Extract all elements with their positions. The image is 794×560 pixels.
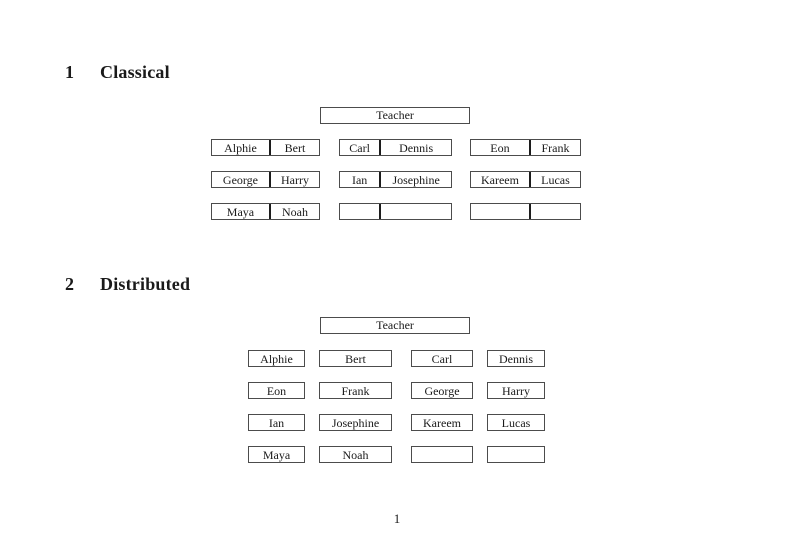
seat: Alphie [260,351,293,366]
student-box: Carl [411,350,473,367]
student-box: George [411,382,473,399]
student-box: Lucas [487,414,545,431]
student-box: Noah [319,446,392,463]
seat: Noah [342,447,369,462]
section-number: 1 [65,62,74,82]
desk: George Harry [211,171,320,188]
student-box: Eon [248,382,305,399]
section-title: Distributed [100,274,191,294]
seat: Harry [268,172,319,187]
seat: Carl [349,140,370,155]
section-heading-distributed: 2 Distributed [0,274,794,298]
student-box: Alphie [248,350,305,367]
empty-seat [471,204,529,219]
teacher-label: Teacher [376,108,414,122]
student-box: Dennis [487,350,545,367]
seat: Harry [502,383,530,398]
student-box: Frank [319,382,392,399]
seat: Maya [262,447,291,462]
empty-seat [379,204,451,219]
empty-seat [412,447,472,462]
empty-seat [488,447,544,462]
seat: Alphie [224,140,257,155]
seat: Lucas [528,172,580,187]
desk: Kareem Lucas [470,171,581,188]
student-box: Josephine [319,414,392,431]
teacher-box: Teacher [320,107,470,124]
desk [470,203,581,220]
seat: Bert [268,140,319,155]
seat: Eon [490,140,510,155]
seat: Frank [528,140,580,155]
seat: George [222,172,259,187]
student-box [411,446,473,463]
student-box: Kareem [411,414,473,431]
empty-seat [528,204,580,219]
desk: Maya Noah [211,203,320,220]
seat: George [424,383,460,398]
teacher-label: Teacher [376,318,414,332]
desk [339,203,452,220]
student-box [487,446,545,463]
seat: Carl [431,351,453,366]
section-title: Classical [100,62,170,82]
desk: Eon Frank [470,139,581,156]
seat: Josephine [331,415,380,430]
seat: Bert [345,351,366,366]
seat: Lucas [501,415,531,430]
student-box: Ian [248,414,305,431]
seat: Ian [268,415,285,430]
desk: Alphie Bert [211,139,320,156]
teacher-box: Teacher [320,317,470,334]
page-number: 1 [393,511,401,526]
seat: Noah [268,204,319,219]
seat: Kareem [480,172,519,187]
desk: Ian Josephine [339,171,452,188]
seat: Frank [341,383,370,398]
seat: Ian [351,172,368,187]
student-box: Bert [319,350,392,367]
student-box: Harry [487,382,545,399]
section-heading-classical: 1 Classical [0,62,794,86]
seat: Dennis [499,351,533,366]
section-number: 2 [65,274,74,294]
seat: Josephine [379,172,451,187]
seat: Maya [226,204,255,219]
seat: Kareem [423,415,461,430]
seat: Dennis [379,140,451,155]
seat: Eon [266,383,287,398]
student-box: Maya [248,446,305,463]
desk: Carl Dennis [339,139,452,156]
empty-seat [340,204,379,219]
